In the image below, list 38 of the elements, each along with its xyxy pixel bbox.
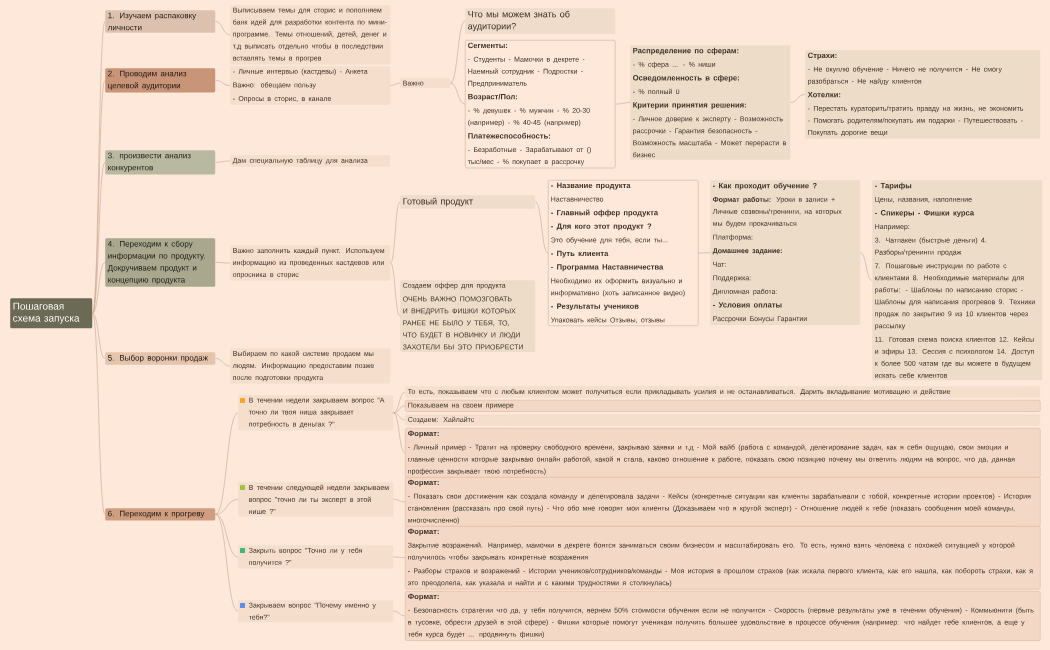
connector-line	[92, 162, 106, 314]
root-topic-box: Пошаговая схема запуска	[10, 298, 93, 329]
connector-line	[450, 20, 466, 84]
connector-line	[860, 252, 873, 281]
connector-line	[450, 82, 466, 105]
connector-line	[393, 405, 406, 414]
connector-line	[215, 514, 239, 612]
branch-box: 2. Проводим анализ целевой аудитории	[105, 68, 216, 93]
connector-line	[393, 391, 406, 414]
connector-line	[92, 262, 106, 314]
branch-box: 4. Переходим к сбору информации по продукту. Докручиваем продукт и концепцию продукта	[105, 238, 216, 287]
connector-line	[92, 312, 106, 359]
branch-box: 5. Выбор воронки продаж	[105, 352, 216, 365]
connector-line	[215, 160, 231, 163]
connector-line	[535, 201, 549, 254]
connector-line	[390, 262, 401, 317]
heading-box: Что мы можем знать об аудитории?	[465, 8, 616, 34]
connector-line	[393, 412, 406, 421]
connector-line	[215, 262, 231, 264]
connector-line	[790, 94, 806, 103]
connector-line	[390, 201, 401, 264]
connector-line	[215, 499, 239, 515]
heading-box: Готовый продукт	[400, 195, 536, 209]
connector-line	[393, 499, 406, 503]
connector-line	[393, 412, 406, 454]
connector-line	[393, 556, 406, 558]
branch-box: 3. произвести анализ конкурентов	[105, 150, 216, 175]
connector-line	[393, 610, 406, 617]
connector-line	[215, 358, 231, 367]
connector-line	[215, 21, 231, 36]
branch-box: 1. Изучаем распаковку личности	[105, 10, 216, 33]
connector-line	[215, 514, 239, 558]
connector-line	[615, 102, 631, 105]
branch-box: 6. Переходим к прогреву	[105, 508, 216, 521]
connector-line	[215, 412, 239, 515]
connector-line	[215, 80, 231, 86]
connector-line	[390, 82, 401, 86]
connector-line	[92, 312, 106, 515]
